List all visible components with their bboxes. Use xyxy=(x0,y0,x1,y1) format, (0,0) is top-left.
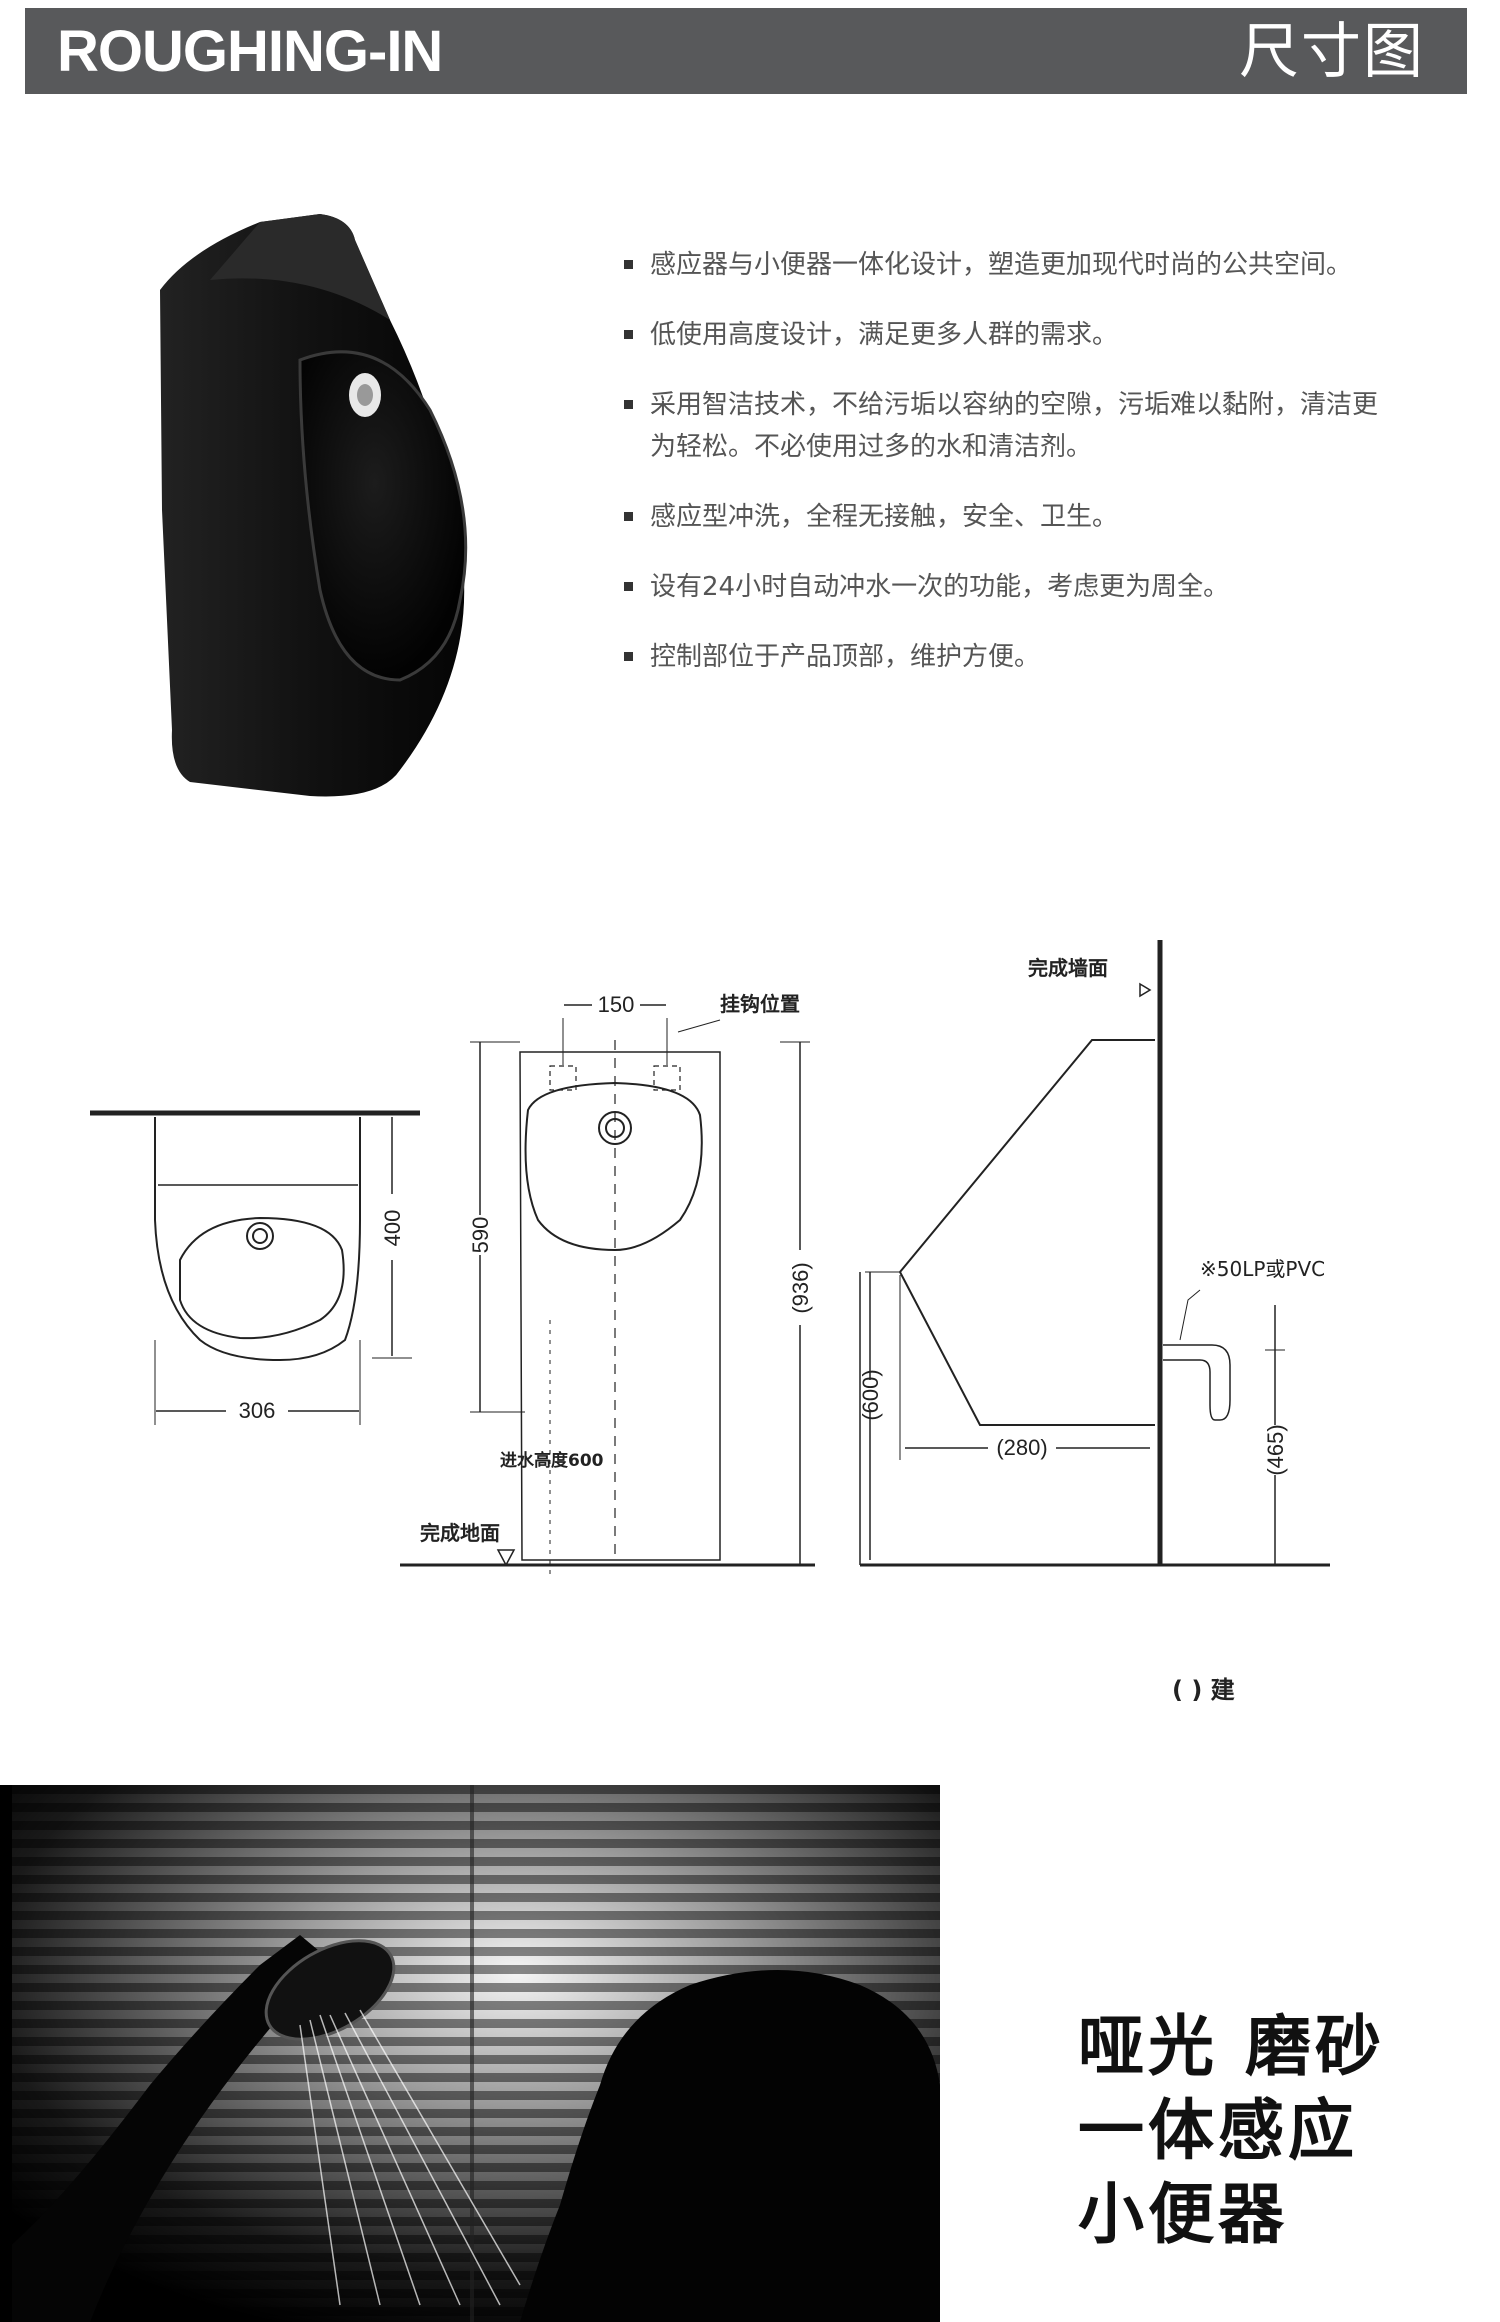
header-title-en: ROUGHING-IN xyxy=(57,19,443,84)
feature-list: 感应器与小便器一体化设计，塑造更加现代时尚的公共空间。 低使用高度设计，满足更多… xyxy=(620,244,1380,706)
feature-item: 控制部位于产品顶部，维护方便。 xyxy=(620,636,1380,678)
dim-outlet-height: (465) xyxy=(1263,1424,1288,1475)
label-inlet-height: 进水高度600 xyxy=(500,1450,604,1471)
dim-width-top: 306 xyxy=(239,1398,276,1423)
feature-item: 感应器与小便器一体化设计，塑造更加现代时尚的公共空间。 xyxy=(620,244,1380,286)
feature-item: 设有24小时自动冲水一次的功能，考虑更为周全。 xyxy=(620,566,1380,608)
feature-item: 采用智洁技术，不给污垢以容纳的空隙，污垢难以黏附，清洁更为轻松。不必使用过多的水… xyxy=(620,384,1380,468)
label-pipe-spec: ※50LP或PVC xyxy=(1200,1257,1325,1281)
tagline: 哑光 磨砂 一体感应 小便器 xyxy=(1078,2005,1385,2257)
header-title-cn: 尺寸图 xyxy=(1239,17,1425,87)
label-finished-floor: 完成地面 xyxy=(420,1521,500,1545)
roughing-in-drawing: 306 400 150 590 (936) (600) (280) (465) … xyxy=(90,940,1330,1580)
dim-rim-height: (600) xyxy=(858,1369,883,1420)
banner-photo xyxy=(0,1785,940,2322)
dimension-note: ( ) 建 xyxy=(1172,1676,1235,1704)
feature-item: 低使用高度设计，满足更多人群的需求。 xyxy=(620,314,1380,356)
dim-hook-spacing: 150 xyxy=(598,992,635,1017)
dim-projection: (280) xyxy=(996,1435,1047,1460)
dim-depth-top: 400 xyxy=(380,1210,405,1247)
label-finished-wall: 完成墙面 xyxy=(1028,956,1108,980)
dim-total-height: (936) xyxy=(788,1262,813,1313)
tagline-line: 小便器 xyxy=(1078,2176,1288,2253)
dim-height-front: 590 xyxy=(468,1217,493,1254)
header-bar: ROUGHING-IN 尺寸图 xyxy=(25,8,1467,94)
product-photo xyxy=(160,214,468,797)
label-hook-position: 挂钩位置 xyxy=(720,992,800,1016)
feature-item: 感应型冲洗，全程无接触，安全、卫生。 xyxy=(620,496,1380,538)
tagline-line: 哑光 磨砂 xyxy=(1078,2008,1385,2085)
tagline-line: 一体感应 xyxy=(1078,2092,1358,2169)
